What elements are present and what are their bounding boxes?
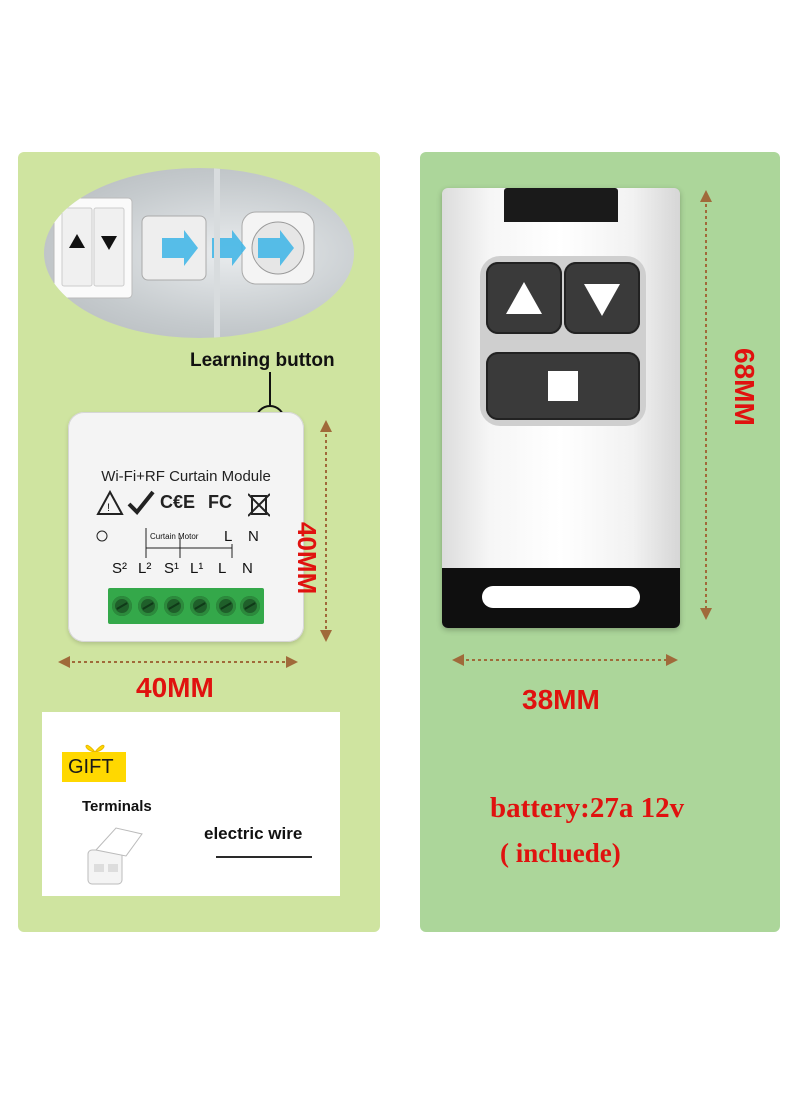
terminal-s1: S¹: [164, 560, 179, 577]
rohs-check-icon: [127, 490, 155, 515]
gift-tag-label: GIFT: [68, 756, 114, 778]
switch-up-arrow-icon: [69, 234, 85, 248]
wiring-diagram: [96, 528, 233, 558]
module-title: Wi-Fi+RF Curtain Module: [101, 468, 271, 485]
remote-top-cap: [504, 188, 618, 222]
screw-6: [240, 596, 260, 616]
installation-illustration: [53, 168, 315, 338]
weee-bin-icon: [248, 493, 270, 517]
upper-terminal-n: N: [248, 528, 259, 545]
curtain-motor-label: Curtain Motor: [150, 532, 199, 541]
remote-width-arrow: [452, 654, 678, 666]
terminal-l: L: [218, 560, 227, 577]
down-arrow-icon: [584, 284, 620, 316]
switch-down-arrow-icon: [101, 236, 117, 250]
stop-button[interactable]: [486, 352, 640, 420]
module-width-label: 40MM: [136, 672, 214, 703]
electric-wire-label: electric wire: [204, 824, 303, 843]
up-arrow-icon: [506, 282, 542, 314]
learning-button-label: Learning button: [190, 350, 335, 371]
lanyard-slot: [482, 586, 640, 608]
module-height-label: 40MM: [292, 522, 322, 595]
terminal-l1: L¹: [190, 560, 204, 577]
down-button[interactable]: [564, 262, 640, 334]
screw-5: [216, 596, 236, 616]
remote-height-arrow: [700, 190, 712, 620]
installation-photo: [44, 168, 354, 338]
module-width-arrow: [58, 656, 298, 668]
curtain-module: Wi-Fi+RF Curtain Module ! C€E FC Curtain…: [68, 412, 304, 642]
terminal-block: [108, 588, 264, 624]
remote-width-label: 38MM: [522, 684, 600, 715]
up-button[interactable]: [486, 262, 562, 334]
gift-bow-icon: [85, 744, 105, 753]
terminals-label: Terminals: [82, 798, 152, 815]
stop-square-icon: [548, 371, 578, 401]
battery-line-1: battery:27a 12v: [490, 792, 685, 824]
warning-icon: !: [96, 490, 124, 515]
svg-text:!: !: [107, 502, 110, 514]
terminal-n: N: [242, 560, 253, 577]
screw-2: [138, 596, 158, 616]
terminal-connector-image: [87, 827, 143, 885]
screw-1: [112, 596, 132, 616]
ce-mark: C€E: [160, 492, 196, 512]
screw-3: [164, 596, 184, 616]
remote-height-label: 68MM: [729, 348, 760, 426]
module-height-arrow: [320, 420, 332, 642]
electric-wire-image: [216, 856, 312, 858]
upper-terminal-l: L: [224, 528, 233, 545]
terminal-l2: L²: [138, 560, 152, 577]
battery-line-2: ( incluede): [500, 838, 621, 868]
fcc-mark: FC: [208, 492, 232, 512]
terminal-s2: S²: [112, 560, 127, 577]
gift-tag: [62, 752, 126, 782]
remote-control: [442, 188, 680, 628]
screw-4: [190, 596, 210, 616]
